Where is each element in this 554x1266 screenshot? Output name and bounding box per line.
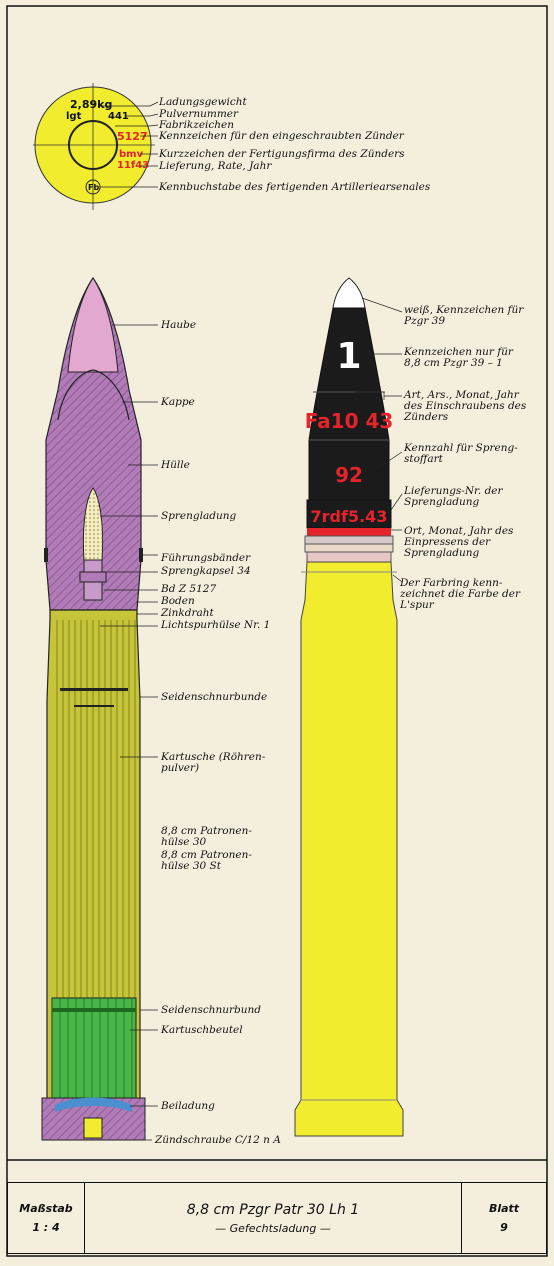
label-pulvernummer: Pulvernummer [159, 108, 239, 120]
sheet-label: Blatt [488, 1202, 520, 1215]
white-tip [332, 277, 366, 309]
scale-label: Maßstab [19, 1202, 73, 1215]
label-ort-monat: Ort, Monat, Jahr des Einpressens der Spr… [404, 525, 514, 559]
scale-cell: Maßstab 1 : 4 [8, 1183, 85, 1253]
color-ring [307, 528, 391, 536]
label-farbring: Der Farbring kenn-zeichnet die Farbe der… [400, 577, 520, 611]
explosive-number: 92 [335, 463, 363, 487]
sheet-cell: Blatt 9 [462, 1183, 546, 1253]
label-sprengladung: Sprengladung [161, 510, 237, 522]
disc-powder-id: lgt [66, 111, 82, 122]
label-lieferungs-nr: Lieferungs-Nr. der Sprengladung [404, 485, 503, 508]
section-leaders [100, 324, 158, 1141]
type-number: 1 [336, 336, 361, 377]
label-huelle: Hülle [161, 459, 190, 471]
label-kartusche: Kartusche (Röhren-pulver) [161, 751, 266, 774]
disc-firm: bmv [119, 149, 144, 160]
sheet-value: 9 [500, 1221, 508, 1234]
label-patronenhuelse-30st: 8,8 cm Patronen-hülse 30 St [161, 849, 252, 872]
label-boden: Boden [161, 595, 195, 607]
drawing-title: 8,8 cm Pzgr Patr 30 Lh 1 [186, 1201, 360, 1218]
ballistic-cap [67, 277, 119, 373]
label-lichtspurhuelse: Lichtspurhülse Nr. 1 [161, 619, 271, 631]
primer [83, 1117, 103, 1139]
disc-arsenal: Fb [88, 183, 99, 192]
label-seidenschnurbund: Seidenschnurbund [161, 1004, 262, 1016]
title-block: Maßstab 1 : 4 8,8 cm Pzgr Patr 30 Lh 1 —… [7, 1182, 547, 1254]
exterior-view: 1 Fa10 43 92 7rdf5.43 [294, 277, 404, 1137]
label-kennzahl: Kennzahl für Spreng-stoffart [404, 442, 518, 465]
label-beiladung: Beiladung [161, 1100, 215, 1112]
label-kappe: Kappe [161, 396, 195, 408]
label-zuendschraube: Zündschraube C/12 n A [155, 1134, 281, 1146]
label-seidenschnurbunde: Seidenschnurbunde [161, 691, 268, 703]
base-marking-disc: 2,89kg lgt 441 5127 bmv 11f43 Fb [33, 83, 155, 210]
label-patronenhuelse-30: 8,8 cm Patronen-hülse 30 [161, 825, 252, 848]
title-cell: 8,8 cm Pzgr Patr 30 Lh 1 — Gefechtsladun… [85, 1183, 462, 1253]
label-zinkdraht: Zinkdraht [161, 607, 214, 619]
label-kartuschbeutel: Kartuschbeutel [161, 1024, 243, 1036]
label-fabrikzeichen: Fabrikzeichen [159, 119, 235, 131]
drawing-subtitle: — Gefechtsladung — [215, 1221, 331, 1235]
label-lieferung: Lieferung, Rate, Jahr [159, 160, 272, 172]
label-sprengkapsel: Sprengkapsel 34 [161, 565, 251, 577]
label-fertigungsfirma: Kurzzeichen der Fertigungsfirma des Zünd… [159, 148, 405, 160]
disc-lot: 11f43 [117, 160, 149, 171]
disc-leaders [100, 101, 159, 188]
sheet-border [6, 5, 548, 1257]
label-bdz: Bd Z 5127 [161, 583, 217, 595]
label-haube: Haube [161, 319, 197, 331]
label-arsenal: Kennbuchstabe des fertigenden Artillerie… [159, 181, 431, 193]
disc-powder-no: 441 [108, 111, 129, 122]
exterior-leaders [355, 297, 403, 583]
disc-fuze-no: 5127 [117, 130, 148, 143]
fill-mark: 7rdf5.43 [311, 507, 388, 526]
fuze-mark: Fa10 43 [305, 409, 394, 433]
scale-value: 1 : 4 [32, 1221, 60, 1234]
label-kennzeichen-pzgr39-1: Kennzeichen nur für 8,8 cm Pzgr 39 – 1 [404, 346, 513, 369]
cross-section [41, 276, 146, 1141]
label-art-ars: Art, Ars., Monat, Jahr des Einschraubens… [404, 389, 527, 423]
brass-case [294, 561, 404, 1137]
label-ladungsgewicht: Ladungsgewicht [159, 96, 247, 108]
label-zuenderkennzeichen: Kennzeichen für den eingeschraubten Zünd… [159, 130, 404, 142]
disc-weight: 2,89kg [70, 98, 112, 111]
label-fuehrungsbaender: Führungsbänder [161, 552, 251, 564]
label-weiss: weiß, Kennzeichen für Pzgr 39 [404, 304, 524, 327]
